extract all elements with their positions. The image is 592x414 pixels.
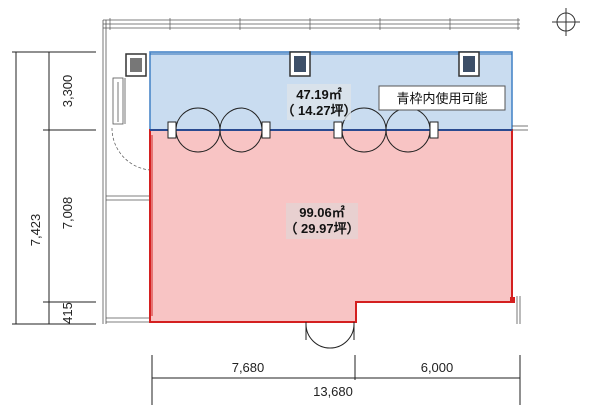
bottom-dimension-lines [151,355,521,405]
red-zone-tsubo: （ 29.97坪） [284,221,359,236]
usable-note: 青枠内使用可能 [396,91,487,107]
dim-bottom-right: 6,000 [421,360,454,375]
dim-bottom-total: 13,680 [313,384,353,399]
blue-zone-tsubo: （ 14.27坪） [281,103,356,118]
bottom-door [305,322,355,349]
door-group-left [167,107,271,153]
usable-note-box [378,85,506,111]
dim-left-outer: 7,423 [28,214,43,247]
column-2 [458,51,480,77]
dim-left-upper: 3,300 [60,75,75,108]
dim-left-middle: 7,008 [60,197,75,230]
top-wall [103,18,520,30]
north-compass-icon [552,8,580,36]
blue-zone-area: 47.19㎡ [296,87,342,102]
left-door-swing [111,127,151,171]
column-1 [289,51,311,77]
dim-left-lower: 415 [60,302,75,324]
red-zone-area: 99.06㎡ [299,205,345,220]
door-group-right [333,107,439,153]
left-wall [102,20,150,324]
dim-bottom-left: 7,680 [232,360,265,375]
left-dimension-lines [12,51,96,325]
